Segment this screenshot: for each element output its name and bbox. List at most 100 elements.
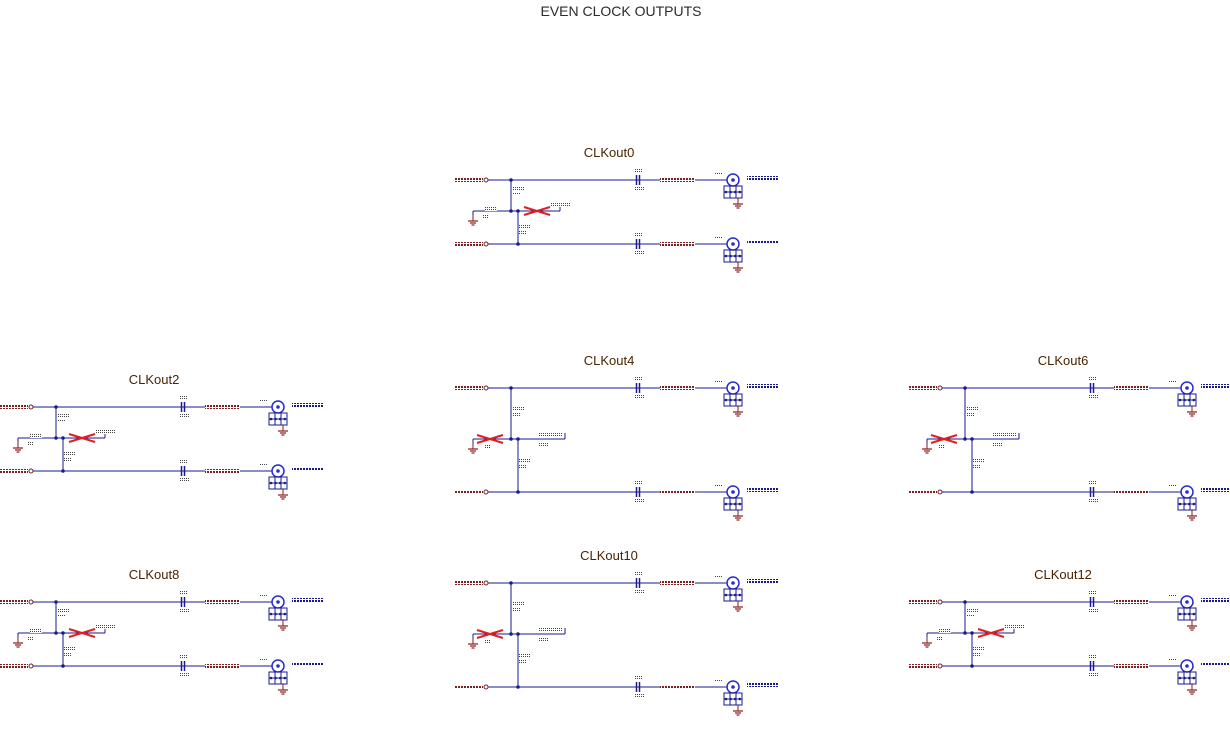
ref-designator [939, 629, 951, 633]
ref-designator [30, 434, 42, 438]
ref-designator [260, 594, 268, 597]
sma-center-pin [731, 490, 735, 494]
ref-designator [1088, 481, 1096, 484]
ref-designator [179, 478, 189, 481]
ref-designator [634, 481, 642, 484]
ref-designator [715, 172, 723, 175]
net-label [909, 664, 937, 668]
ref-designator [485, 640, 491, 643]
ref-designator [260, 399, 268, 402]
ref-designator [967, 407, 979, 411]
net-label [1114, 490, 1149, 494]
ref-designator [634, 377, 642, 380]
ref-designator [634, 676, 642, 679]
sma-center-pin [731, 178, 735, 182]
ref-designator [64, 653, 72, 656]
net-label [660, 490, 695, 494]
ref-designator [179, 655, 187, 658]
sma-center-pin [1185, 664, 1189, 668]
net-label [909, 386, 937, 390]
ref-designator [485, 207, 497, 211]
junction [963, 437, 967, 441]
net-label [205, 405, 240, 409]
ref-designator [539, 628, 563, 632]
ref-designator [1004, 625, 1024, 629]
ref-designator [58, 609, 70, 613]
ref-designator [1088, 499, 1098, 502]
net-label [1201, 488, 1230, 492]
sma-center-pin [276, 664, 280, 668]
clock-output-circuit [0, 396, 324, 500]
ref-designator [973, 647, 985, 651]
ref-designator [1169, 594, 1177, 597]
ref-designator [1088, 609, 1098, 612]
ref-designator [993, 443, 1003, 446]
port-terminal [28, 599, 34, 605]
port-terminal [483, 489, 489, 495]
ref-designator [95, 430, 115, 434]
ref-designator [58, 414, 70, 418]
ref-designator [539, 638, 549, 641]
ref-designator [1169, 380, 1177, 383]
junction [509, 209, 513, 213]
clock-output-circuit [455, 572, 779, 716]
junction [516, 437, 520, 441]
ref-designator [634, 251, 644, 254]
sma-center-pin [731, 581, 735, 585]
sma-center-pin [731, 242, 735, 246]
sma-center-pin [276, 600, 280, 604]
net-label [660, 386, 695, 390]
net-label [747, 176, 779, 180]
ref-designator [95, 625, 115, 629]
ref-designator [1169, 658, 1177, 661]
ref-designator [715, 380, 723, 383]
block-title: CLKout12 [1034, 567, 1092, 582]
ref-designator [967, 413, 975, 416]
ref-designator [179, 414, 189, 417]
block-title: CLKout2 [129, 372, 180, 387]
sma-center-pin [731, 386, 735, 390]
ref-designator [513, 608, 521, 611]
clock-output-circuit [909, 591, 1230, 695]
ref-designator [179, 609, 189, 612]
block-clkout2: CLKout2 [0, 372, 324, 500]
net-label [292, 403, 324, 407]
net-label [1201, 384, 1230, 388]
ref-designator [28, 442, 34, 445]
net-label [0, 664, 28, 668]
ref-designator [485, 445, 491, 448]
ref-designator [64, 452, 76, 456]
net-label [747, 240, 779, 244]
junction [61, 436, 65, 440]
net-label [1201, 598, 1230, 602]
net-label [455, 581, 483, 585]
net-label [747, 683, 779, 687]
port-terminal [28, 663, 34, 669]
port-terminal [937, 599, 943, 605]
block-title: CLKout4 [584, 353, 635, 368]
ref-designator [519, 231, 527, 234]
net-label [455, 386, 483, 390]
ref-designator [634, 233, 642, 236]
ref-designator [519, 459, 531, 463]
ref-designator [634, 694, 644, 697]
sma-center-pin [276, 469, 280, 473]
ref-designator [519, 660, 527, 663]
junction [61, 631, 65, 635]
dnp-cross [68, 628, 96, 638]
net-label [747, 579, 779, 583]
net-label [1201, 662, 1230, 666]
ref-designator [715, 236, 723, 239]
junction [970, 631, 974, 635]
junction [516, 209, 520, 213]
ref-designator [634, 590, 644, 593]
ref-designator [64, 458, 72, 461]
ref-designator [179, 460, 187, 463]
net-label [660, 242, 695, 246]
port-terminal [937, 385, 943, 391]
ref-designator [967, 609, 979, 613]
junction [509, 437, 513, 441]
ref-designator [715, 484, 723, 487]
block-title: CLKout0 [584, 145, 635, 160]
